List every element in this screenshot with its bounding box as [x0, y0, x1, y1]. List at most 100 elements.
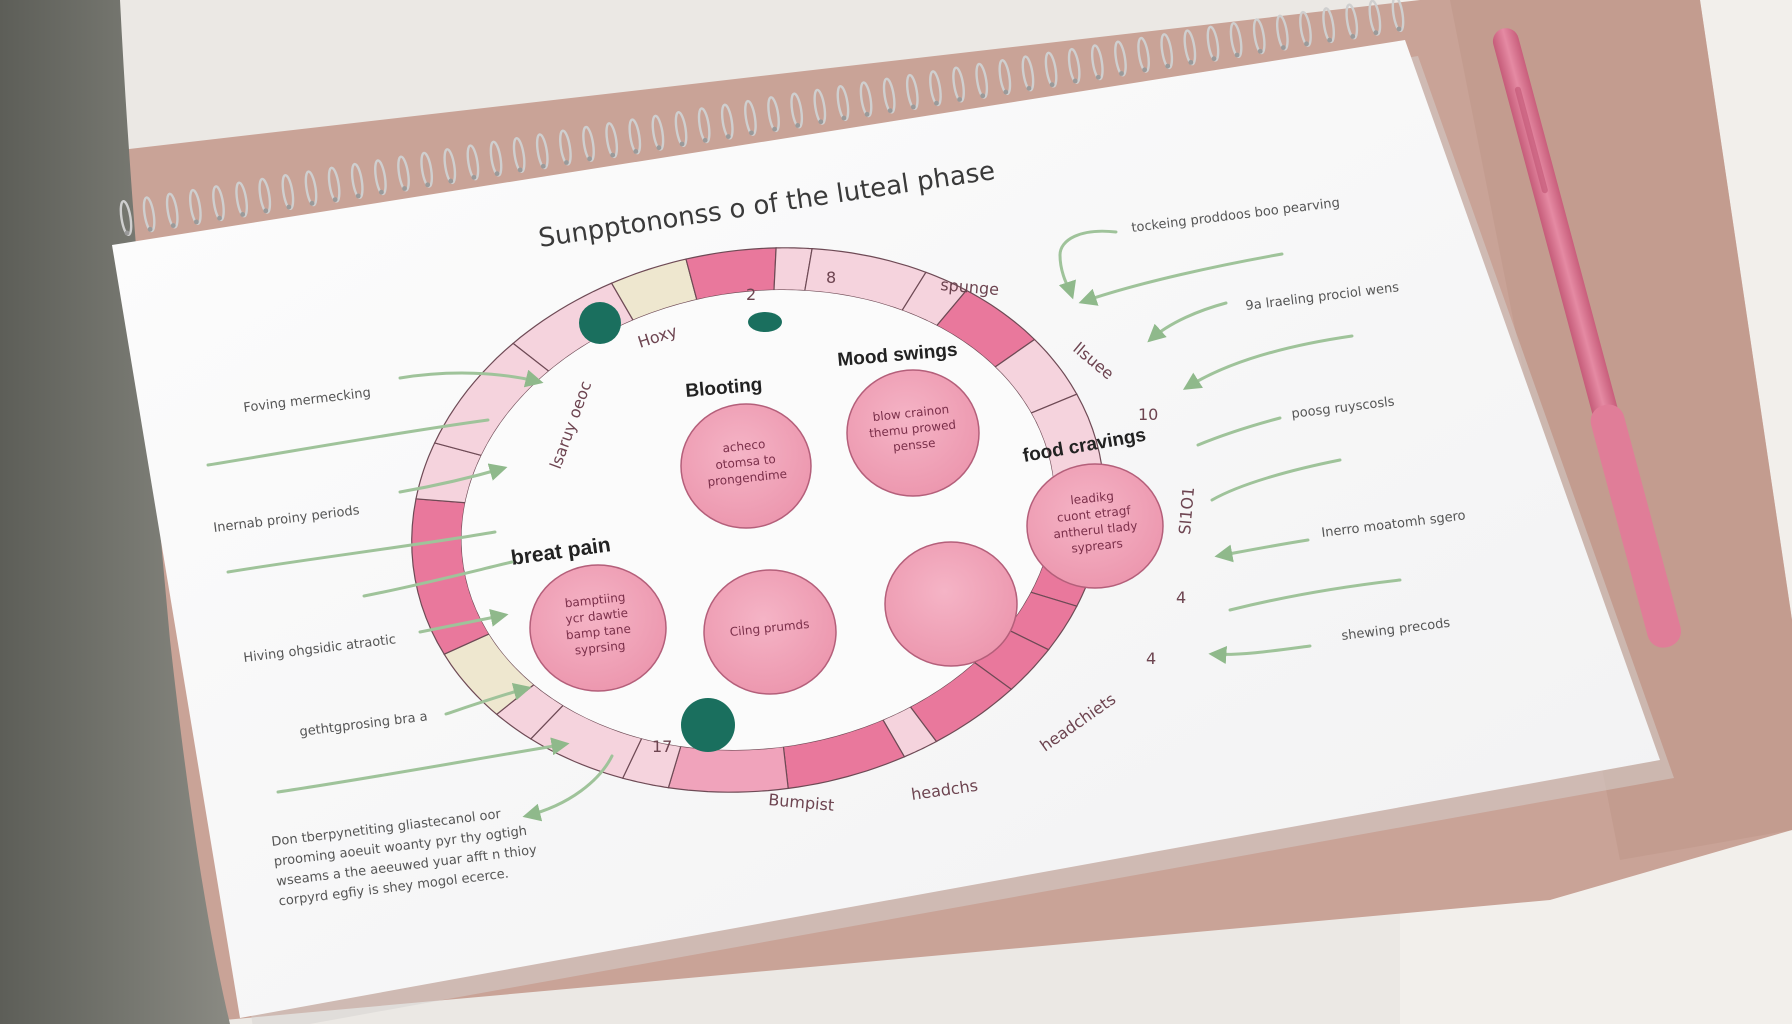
spiral-hole — [1119, 71, 1124, 76]
spiral-hole — [1026, 85, 1032, 91]
spiral-hole — [1003, 89, 1009, 95]
spiral-loop — [882, 77, 896, 114]
spiral-hole — [355, 193, 361, 199]
spiral-hole — [772, 126, 777, 132]
spiral-hole — [147, 226, 153, 232]
spiral-loop — [1067, 47, 1081, 84]
spiral-hole — [957, 97, 962, 102]
spiral-loop — [1368, 0, 1382, 36]
spiral-hole — [841, 115, 847, 121]
leader-line-l7 — [444, 682, 532, 716]
leader-line-l6 — [418, 608, 509, 634]
circle-text-breast: syprsing — [574, 638, 626, 657]
spiral-hole — [240, 212, 246, 217]
spiral-hole — [702, 137, 708, 143]
spiral-loop — [374, 159, 387, 196]
spiral-hole — [402, 186, 407, 191]
spiral-loop — [1114, 40, 1127, 77]
spiral-hole — [887, 108, 893, 113]
leader-line-l1 — [398, 369, 544, 388]
spiral-loop — [559, 129, 572, 166]
circle-text-food: syprears — [1071, 536, 1124, 555]
spiral-loop — [1183, 29, 1197, 66]
teal-marker-top-left — [579, 302, 621, 344]
spiral-loop — [489, 140, 503, 177]
teal-marker-top — [748, 312, 782, 332]
spiral-loop — [1345, 3, 1359, 40]
spiral-loop — [212, 185, 225, 222]
spiral-loop — [1275, 14, 1289, 51]
symptom-circles — [529, 369, 1164, 695]
spiral-loop — [1021, 55, 1035, 92]
spiral-loop — [535, 133, 549, 170]
spiral-hole — [494, 171, 500, 177]
spiral-loop — [905, 73, 919, 110]
spiral-loop — [674, 110, 688, 147]
ring-label-4b: 4 — [1146, 649, 1156, 668]
spiral-hole — [1373, 30, 1379, 36]
spiral-hole — [818, 119, 824, 125]
spiral-loop — [327, 166, 341, 203]
spiral-hole — [1234, 52, 1240, 58]
spiral-loop — [119, 199, 133, 237]
spiral-loop — [1252, 18, 1266, 55]
circle-center-right — [884, 541, 1018, 667]
circle-text-breast: bamp tane — [565, 622, 631, 643]
spiral-hole — [725, 134, 731, 139]
spiral-loop — [235, 181, 249, 218]
spiral-loop — [1160, 33, 1174, 70]
spiral-loop — [628, 118, 642, 155]
circle-text-breast: ycr dawtie — [565, 606, 629, 626]
ring-segment — [667, 745, 789, 793]
pen-cap — [1590, 404, 1682, 648]
spiral-hole — [1095, 74, 1101, 80]
spiral-hole — [193, 219, 199, 225]
spiral-hole — [517, 167, 523, 173]
spiral-loop — [744, 99, 757, 136]
spiral-hole — [286, 204, 292, 210]
spiral-hole — [332, 197, 338, 203]
spiral-hole — [1142, 67, 1147, 73]
leader-line-l8 — [276, 737, 570, 794]
spiral-loop — [466, 144, 480, 181]
leader-line-r6 — [1210, 458, 1342, 502]
ring-label-17: 17 — [652, 737, 672, 756]
circle-text-mood: pensse — [892, 436, 936, 454]
spiral-hole — [448, 178, 454, 184]
spiral-hole — [1304, 41, 1309, 47]
spiral-loop — [1322, 7, 1335, 44]
pen-clip — [1514, 86, 1548, 194]
spiral-loop — [512, 136, 526, 173]
spiral-loop — [813, 88, 827, 125]
spiral-hole — [1280, 45, 1286, 50]
spiral-hole — [170, 223, 176, 228]
spiral-loop — [998, 59, 1012, 96]
pink-pen — [1492, 28, 1682, 648]
spiral-loop — [1206, 25, 1220, 62]
ring-segment — [433, 342, 550, 457]
spiral-hole — [1072, 78, 1078, 84]
spiral-hole — [379, 189, 384, 195]
spiral-hole — [1188, 59, 1194, 65]
ring-label-4a: 4 — [1176, 588, 1186, 607]
circle-text-bloating: otomsa to — [715, 452, 777, 472]
spiral-loop — [142, 196, 156, 233]
spiral-loop — [420, 151, 434, 188]
spiral-loop — [281, 174, 295, 211]
circle-text-bloating: acheco — [722, 437, 766, 455]
spiral-loop — [1229, 21, 1243, 58]
spiral-hole — [1327, 37, 1333, 43]
spiral-hole — [934, 100, 939, 106]
spiral-hole — [217, 215, 222, 221]
spiral-hole — [1165, 63, 1171, 69]
circle-mood — [846, 369, 980, 497]
leader-line-r7 — [1214, 538, 1310, 563]
spiral-loop — [651, 114, 665, 151]
spiral-hole — [910, 104, 916, 110]
leader-line-l3 — [398, 463, 508, 494]
spiral-loop — [1090, 44, 1104, 81]
leader-line-l5 — [362, 560, 514, 598]
spiral-hole — [864, 111, 870, 117]
spiral-hole — [1049, 82, 1055, 88]
